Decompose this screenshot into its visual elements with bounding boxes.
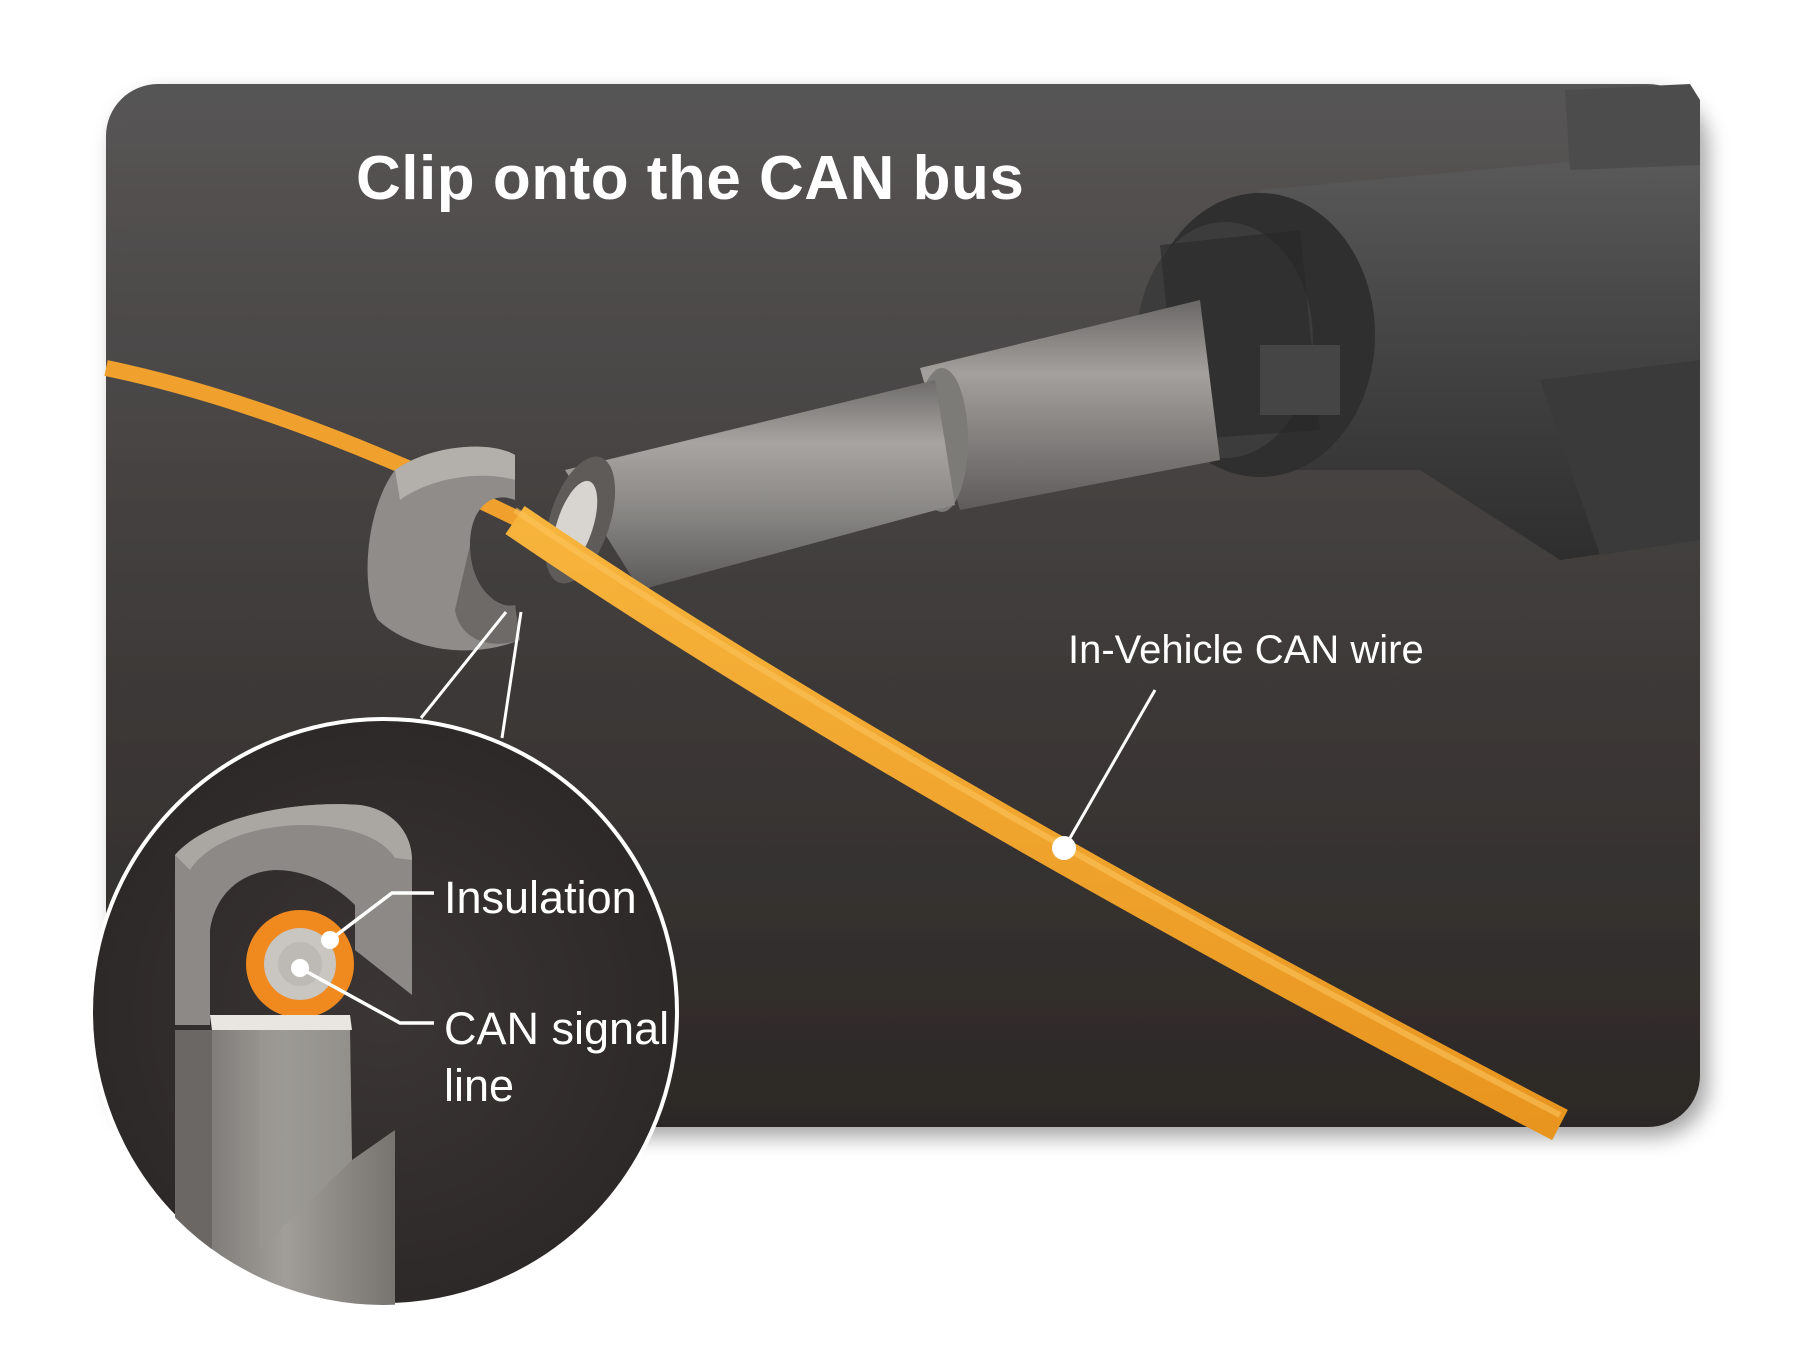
wire-leader-line (1064, 689, 1157, 846)
insulation-leader (328, 891, 434, 942)
insulation-label: Insulation (444, 872, 637, 923)
magnifier-callout (419, 611, 523, 739)
can-wire-foreground (505, 505, 1568, 1141)
can-wire-label: In-Vehicle CAN wire (1068, 628, 1424, 672)
cross-section-magnifier (89, 717, 679, 1307)
diagram-title: Clip onto the CAN bus (356, 144, 1025, 213)
clip-probe-illustration (367, 300, 1220, 651)
signal-leader (299, 966, 434, 1025)
wire-leader-dot (1052, 836, 1076, 860)
can-signal-line-label: CAN signal line (444, 1003, 670, 1111)
